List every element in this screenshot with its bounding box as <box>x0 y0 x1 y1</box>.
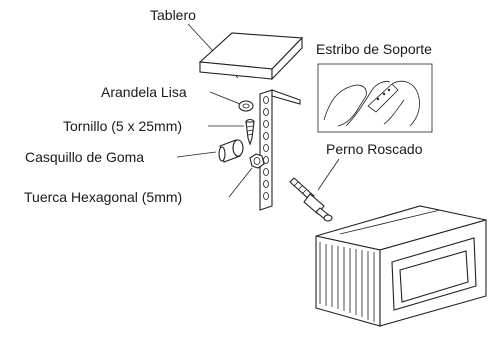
label-arandela: Arandela Lisa <box>101 84 187 100</box>
washer <box>238 100 254 112</box>
bracket-strap <box>259 89 301 211</box>
radio-unit <box>315 205 487 327</box>
label-casquillo: Casquillo de Goma <box>25 149 144 165</box>
label-tornillo: Tornillo (5 x 25mm) <box>63 118 182 134</box>
threaded-bolt <box>289 177 333 222</box>
label-perno: Perno Roscado <box>326 141 423 157</box>
label-tablero: Tablero <box>150 7 196 23</box>
label-tuerca: Tuerca Hexagonal (5mm) <box>24 189 182 205</box>
screw <box>245 118 255 146</box>
estribo-inset <box>317 63 433 133</box>
hex-nut <box>249 153 265 169</box>
label-estribo: Estribo de Soporte <box>316 41 432 57</box>
rubber-bushing <box>218 139 244 163</box>
tablero-panel <box>198 32 304 81</box>
